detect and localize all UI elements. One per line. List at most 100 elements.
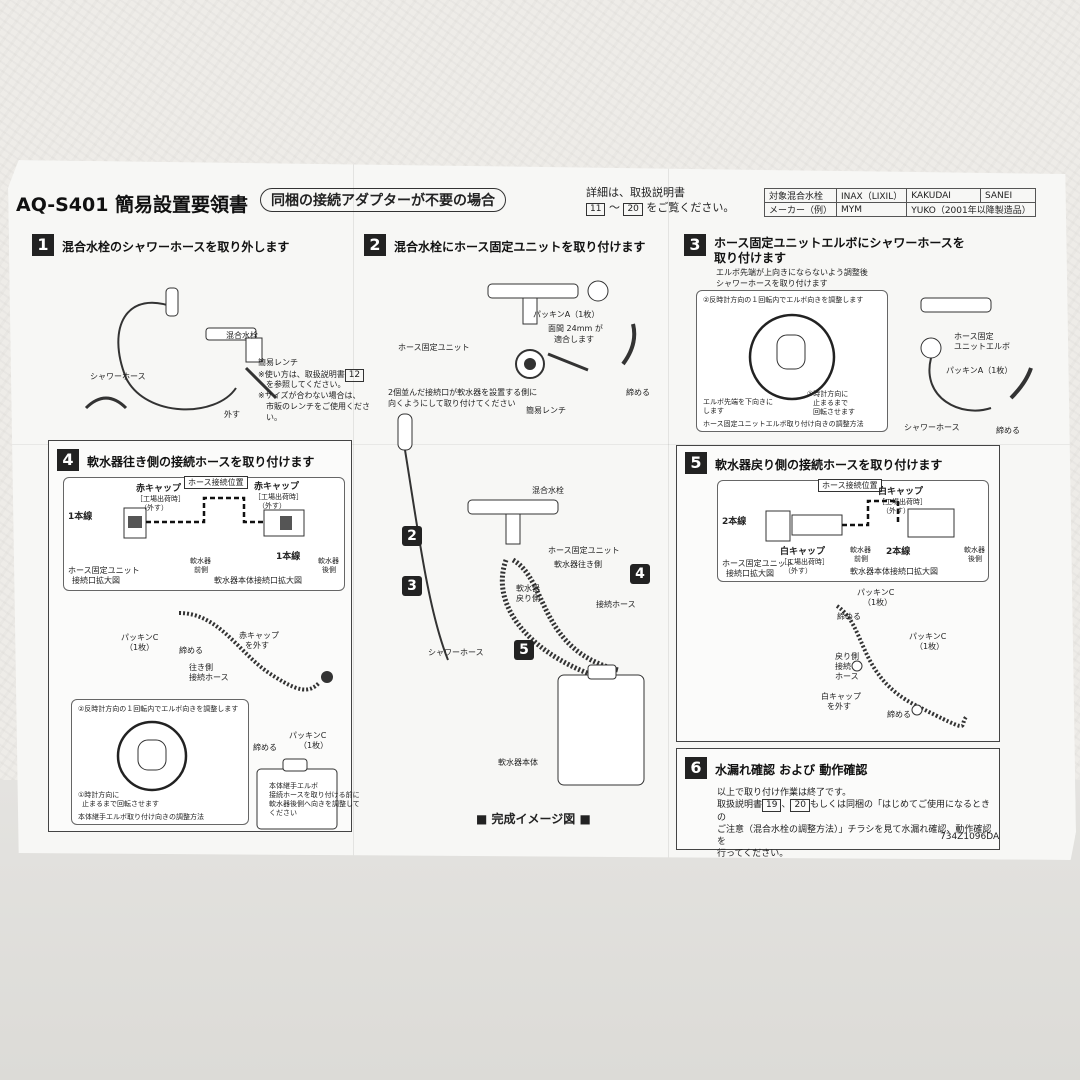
callout-badge: 3 <box>402 576 422 596</box>
label-body-zoom: 軟水器本体接続口拡大図 <box>214 576 302 585</box>
label-shower-hose: シャワーホース <box>428 648 484 657</box>
label-rear: 後側 <box>968 555 982 563</box>
label-note: を参照してください。 <box>266 380 346 389</box>
step-title: ホース固定ユニットエルボにシャワーホースを <box>714 236 965 250</box>
detail-reference: 詳細は、取扱説明書 11 〜 20 をご覧ください。 <box>586 185 734 216</box>
label-red-cap: を外す <box>245 641 269 650</box>
label-front: 軟水器 <box>190 557 211 565</box>
label-red-cap: 赤キャップ <box>136 484 182 494</box>
connection-zoom-inset: ホース接続位置 赤キャップ ［工場出荷時］ （外す） 赤キャップ ［工場出荷時］… <box>63 476 345 591</box>
elbow-illustration <box>102 718 202 798</box>
label-body-zoom: 軟水器本体接続口拡大図 <box>850 567 938 576</box>
label-packing-c: （1枚） <box>915 642 945 651</box>
label-factory: ［工場出荷時］ <box>136 495 185 503</box>
step-title: 軟水器往き側の接続ホースを取り付けます <box>87 455 315 469</box>
tilde: 〜 <box>608 201 620 214</box>
step-number: 4 <box>57 449 79 471</box>
return-hose-illustration <box>797 586 977 736</box>
label-tighten: 締める <box>887 710 911 719</box>
elbow-adjust-inset: ②反時計方向の１回転内でエルボ向きを調整します エルボ先端を下向きに します ①… <box>696 290 888 432</box>
label-tighten: 締める <box>253 743 277 752</box>
label-face: 面間 24mm が <box>548 324 603 333</box>
fold-line <box>668 160 669 860</box>
completed-image-panel: 混合水栓 2 ホース固定ユニット 軟水器往き側 4 3 軟水器 戻り側 接続ホー… <box>358 400 663 840</box>
label-factory: ［工場出荷時］ <box>254 493 303 501</box>
label-tighten: 締める <box>626 388 650 397</box>
label-remove: （外す） <box>258 502 286 510</box>
label-conn-hose: 接続ホース <box>596 600 636 609</box>
label-faucet: 混合水栓 <box>532 486 564 495</box>
label-outgoing: 軟水器往き側 <box>554 560 602 569</box>
maker-cell: YUKO（2001年以降製造品） <box>906 202 1036 217</box>
label-factory: ［工場出荷時］ <box>780 558 829 566</box>
faucet-removal-illustration <box>66 268 316 418</box>
label-elbow-note: 軟水器後側へ向きを調整して <box>269 800 360 808</box>
label-out-hose: 接続ホース <box>189 673 229 682</box>
label-return-hose: ホース <box>835 672 859 681</box>
step-title: 混合水栓のシャワーホースを取り外します <box>62 240 290 254</box>
label-packing-c: パッキンC <box>857 588 895 597</box>
callout-badge: 5 <box>514 640 534 660</box>
maker-cell: SANEI <box>980 188 1036 203</box>
elbow-adjust-inset: ②反時計方向の１回転内でエルボ向きを調整します ①時計方向に 止まるまで回転させ… <box>71 699 249 825</box>
step-number: 3 <box>684 234 706 256</box>
outgoing-hose-illustration <box>159 593 333 703</box>
label-body: 軟水器本体 <box>498 758 538 767</box>
label-out-hose: 往き側 <box>189 663 213 672</box>
step-4-panel: 4 軟水器往き側の接続ホースを取り付けます ホース接続位置 赤キャップ ［工場出… <box>48 440 360 832</box>
hose-position-tag: ホース接続位置 <box>818 479 882 492</box>
label-red-cap: 赤キャップ <box>254 482 300 492</box>
hose-position-tag: ホース接続位置 <box>184 476 248 489</box>
label-note: 向くようにして取り付けてください <box>388 399 516 408</box>
label-unit-zoom: ホース固定ユニット <box>68 566 140 575</box>
label-return-hose: 接続 <box>835 662 851 671</box>
maker-cell: MYM <box>836 202 908 217</box>
label-packing-a: パッキンA（1枚） <box>946 366 1013 375</box>
maker-label: 対象混合水栓 <box>763 188 838 203</box>
detail-suffix: をご覧ください。 <box>646 201 735 214</box>
label-unit: ホース固定ユニット <box>548 546 620 555</box>
step-number: 2 <box>364 234 386 256</box>
step-title: 水漏れ確認 および 動作確認 <box>715 763 868 777</box>
label-shower-hose: シャワーホース <box>90 372 146 381</box>
label-remove: （外す） <box>882 507 910 515</box>
inset-left: します <box>703 407 724 415</box>
label-packing-c: （1枚） <box>863 598 893 607</box>
label-one-line: 1本線 <box>68 512 93 522</box>
label-rear: 軟水器 <box>964 546 985 554</box>
inset-right: 止まるまで回転させます <box>82 800 159 808</box>
maker-table: 対象混合水栓 INAX（LIXIL） KAKUDAI SANEI メーカー（例）… <box>763 188 1036 217</box>
label-rear: 軟水器 <box>318 557 339 565</box>
label-rear: 後側 <box>322 566 336 574</box>
label-remove: 外す <box>224 410 240 419</box>
label-white-cap: 白キャップ <box>821 692 861 701</box>
document-subtitle: 同梱の接続アダプターが不要の場合 <box>260 188 506 212</box>
label-tighten: 締める <box>996 426 1020 435</box>
instruction-sheet: AQ-S401 簡易設置要領書 同梱の接続アダプターが不要の場合 詳細は、取扱説… <box>8 160 1076 860</box>
label-wrench: 簡易レンチ <box>526 406 566 415</box>
page-ref: 20 <box>623 203 643 216</box>
label-note: エルボ先端が上向きにならないよう調整後 <box>716 268 868 277</box>
label-elbow: ホース固定 <box>954 332 994 341</box>
label-front: 前側 <box>194 566 208 574</box>
step-5-panel: 5 軟水器戻り側の接続ホースを取り付けます ホース接続位置 白キャップ ［工場出… <box>676 445 1000 742</box>
label-return: 軟水器 <box>516 584 540 593</box>
label-remove: （外す） <box>784 567 812 575</box>
step-2-panel: 2 混合水栓にホース固定ユニットを取り付けます パッキンA（1枚） 面間 24m… <box>358 228 663 433</box>
label-remove: （外す） <box>140 504 168 512</box>
softener-body-illustration <box>253 759 343 829</box>
fold-line <box>353 160 354 860</box>
detail-line2: 11 〜 20 をご覧ください。 <box>586 200 734 216</box>
label-elbow-note: 本体継手エルボ <box>269 782 318 790</box>
label-packing-c: パッキンC <box>121 633 159 642</box>
step-3-panel: 3 ホース固定ユニットエルボにシャワーホースを 取り付けます エルボ先端が上向き… <box>676 228 1066 438</box>
document-code: 734Z1096DA <box>940 832 1000 842</box>
label-two-line: 2本線 <box>886 547 911 557</box>
label-note: シャワーホースを取り付けます <box>716 279 828 288</box>
inset-top: ②反時計方向の１回転内でエルボ向きを調整します <box>703 296 864 304</box>
label-packing-c: パッキンC <box>909 632 947 641</box>
completed-illustration <box>388 410 648 790</box>
label-note: 市販のレンチをご使用くださ <box>266 402 370 411</box>
